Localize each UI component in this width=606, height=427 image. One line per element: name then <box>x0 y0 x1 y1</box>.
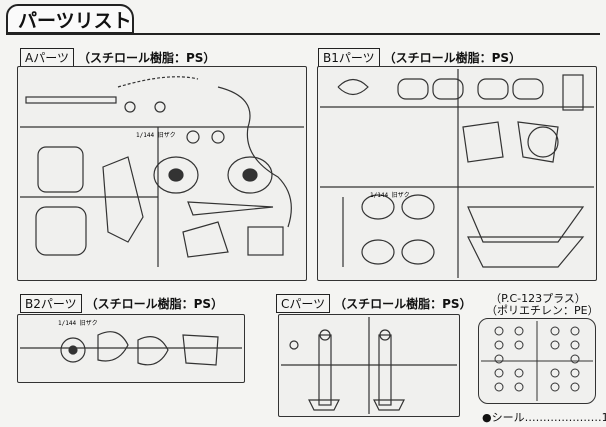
title-underline <box>6 33 600 35</box>
pe-label-line1: （P.C-123プラス） <box>490 292 586 305</box>
runner-b1-drawing: 1/144 旧ザク <box>320 69 594 278</box>
runner-b2: 1/144 旧ザク <box>17 314 245 383</box>
runner-b1: 1/144 旧ザク <box>317 66 597 281</box>
runner-b2-stamp: 1/144 旧ザク <box>58 320 98 327</box>
runner-a-stamp: 1/144 旧ザク <box>136 132 176 139</box>
section-b1-code: B1パーツ <box>318 48 380 67</box>
section-c-label: Cパーツ（スチロール樹脂：PS） <box>276 294 472 313</box>
runner-a-drawing: 1/144 旧ザク <box>20 76 304 267</box>
runner-c <box>278 314 460 417</box>
section-a-material: （スチロール樹脂：PS） <box>77 51 216 65</box>
section-a-label: Aパーツ（スチロール樹脂：PS） <box>20 48 215 67</box>
page-title: パーツリスト <box>6 4 134 34</box>
runner-pe <box>478 318 596 404</box>
section-a-code: Aパーツ <box>20 48 74 67</box>
section-b2-material: （スチロール樹脂：PS） <box>85 297 224 311</box>
seal-count: ●シール…………………1 <box>482 411 606 424</box>
runner-pe-drawing <box>481 321 593 401</box>
runner-c-drawing <box>281 317 457 414</box>
runner-b1-stamp: 1/144 旧ザク <box>370 192 410 199</box>
section-b2-label: B2パーツ（スチロール樹脂：PS） <box>20 294 223 313</box>
section-b1-label: B1パーツ（スチロール樹脂：PS） <box>318 48 521 67</box>
pe-label-line2: （ポリエチレン：PE） <box>486 304 599 317</box>
section-b1-material: （スチロール樹脂：PS） <box>383 51 522 65</box>
section-b2-code: B2パーツ <box>20 294 82 313</box>
section-c-code: Cパーツ <box>276 294 331 313</box>
runner-a: 1/144 旧ザク <box>17 66 307 281</box>
section-c-material: （スチロール樹脂：PS） <box>334 297 472 311</box>
runner-b2-drawing: 1/144 旧ザク <box>20 320 242 366</box>
